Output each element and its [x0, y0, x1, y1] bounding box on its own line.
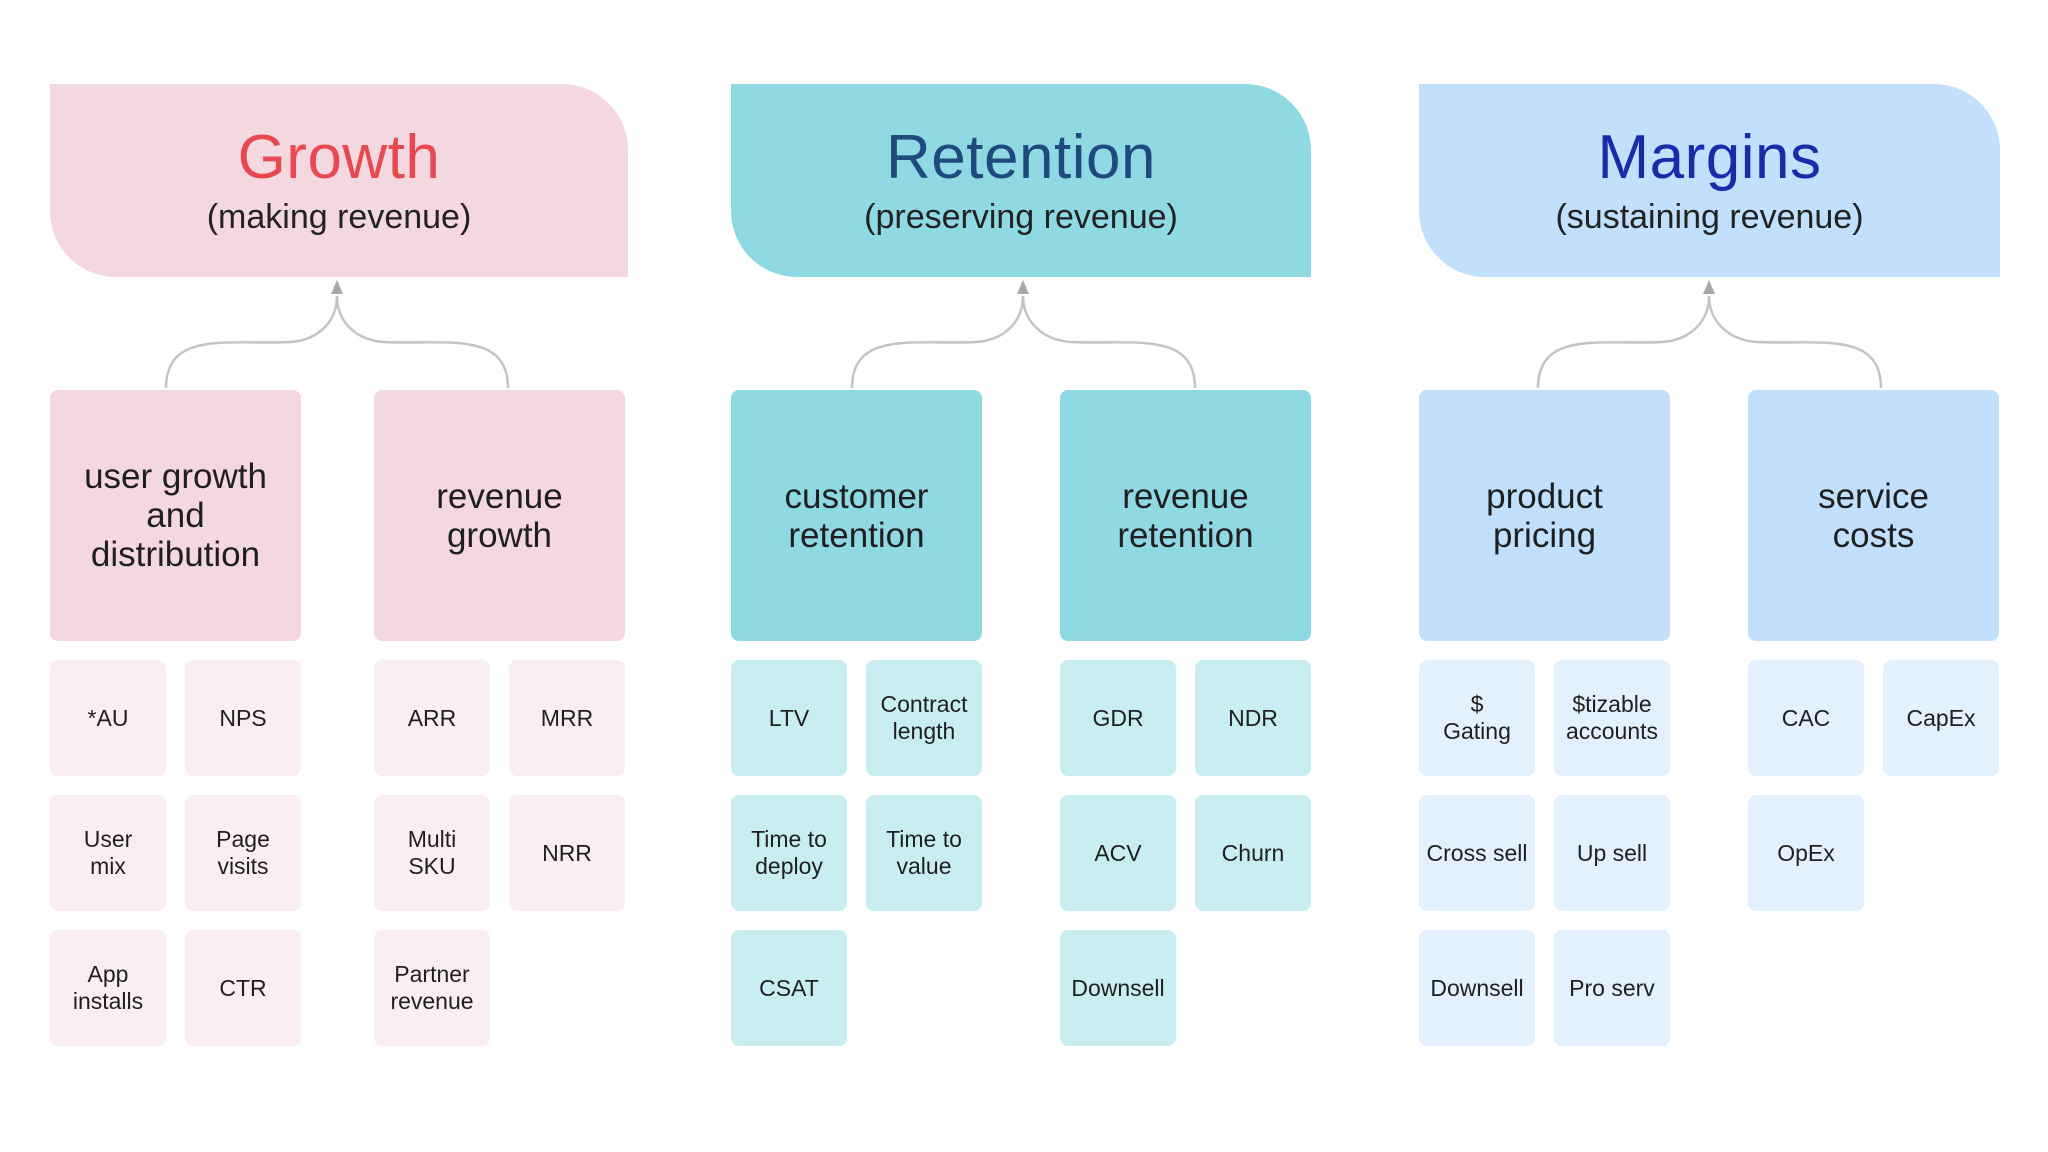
- metric-tile: $tizable accounts: [1554, 660, 1670, 776]
- metric-tile: ARR: [374, 660, 490, 776]
- category-user-growth: user growth and distribution: [50, 390, 301, 641]
- metric-label: Up sell: [1576, 839, 1648, 866]
- metric-label: CapEx: [1906, 704, 1976, 731]
- category-service-costs: service costs: [1748, 390, 1999, 641]
- metric-label: ACV: [1094, 839, 1142, 866]
- metric-label: Page visits: [216, 826, 270, 879]
- metric-tile: CSAT: [731, 930, 847, 1046]
- metric-label: Partner revenue: [390, 961, 474, 1014]
- metric-label: $tizable accounts: [1565, 691, 1659, 744]
- metric-label: NRR: [542, 839, 592, 866]
- metric-label: Time to value: [886, 826, 962, 879]
- metric-label: CSAT: [759, 974, 819, 1001]
- metric-label: CAC: [1781, 704, 1831, 731]
- metric-tile: $ Gating: [1419, 660, 1535, 776]
- metric-tile: Contract length: [866, 660, 982, 776]
- metric-tile: CapEx: [1883, 660, 1999, 776]
- metric-label: Churn: [1221, 839, 1285, 866]
- metric-label: MRR: [540, 704, 594, 731]
- category-label: product pricing: [1486, 476, 1603, 555]
- metric-label: Multi SKU: [407, 826, 457, 879]
- category-label: customer retention: [784, 476, 929, 555]
- metric-label: Time to deploy: [751, 826, 827, 879]
- retention-header: Retention (preserving revenue): [731, 84, 1311, 277]
- metric-tile: Partner revenue: [374, 930, 490, 1046]
- metric-label: LTV: [768, 704, 810, 731]
- margins-subtitle: (sustaining revenue): [1555, 197, 1864, 236]
- metric-label: Downsell: [1071, 974, 1165, 1001]
- growth-arrowhead: [331, 280, 343, 294]
- metric-label: Contract length: [880, 691, 968, 744]
- metric-tile: Multi SKU: [374, 795, 490, 911]
- metric-label: *AU: [87, 704, 129, 731]
- metric-label: Pro serv: [1569, 974, 1655, 1001]
- retention-connector-right: [1021, 295, 1197, 389]
- metric-tile: Churn: [1195, 795, 1311, 911]
- margins-title: Margins: [1597, 122, 1822, 192]
- retention-title: Retention: [886, 122, 1156, 192]
- metric-label: GDR: [1092, 704, 1144, 731]
- category-product-pricing: product pricing: [1419, 390, 1670, 641]
- metric-label: Cross sell: [1426, 839, 1528, 866]
- metric-tile: Page visits: [185, 795, 301, 911]
- metric-tile: OpEx: [1748, 795, 1864, 911]
- metric-label: User mix: [83, 826, 133, 879]
- metric-tile: ACV: [1060, 795, 1176, 911]
- metric-label: ARR: [407, 704, 457, 731]
- metric-tile: NRR: [509, 795, 625, 911]
- metric-tile: *AU: [50, 660, 166, 776]
- metric-label: NDR: [1228, 704, 1278, 731]
- metric-tile: Time to deploy: [731, 795, 847, 911]
- metric-tile: NDR: [1195, 660, 1311, 776]
- metric-label: OpEx: [1777, 839, 1835, 866]
- growth-subtitle: (making revenue): [206, 197, 472, 236]
- growth-header: Growth (making revenue): [50, 84, 628, 277]
- retention-connector-left: [850, 295, 1025, 389]
- metric-tile: Downsell: [1060, 930, 1176, 1046]
- metric-tile: Up sell: [1554, 795, 1670, 911]
- category-label: service costs: [1818, 476, 1929, 555]
- metric-label: $ Gating: [1443, 691, 1511, 744]
- metric-tile: App installs: [50, 930, 166, 1046]
- metric-tile: LTV: [731, 660, 847, 776]
- growth-title: Growth: [237, 122, 441, 192]
- metric-label: Downsell: [1430, 974, 1524, 1001]
- margins-connector-right: [1707, 295, 1883, 389]
- margins-header: Margins (sustaining revenue): [1419, 84, 2000, 277]
- metric-tile: NPS: [185, 660, 301, 776]
- metric-tile: Cross sell: [1419, 795, 1535, 911]
- growth-connector-right: [335, 295, 510, 389]
- category-customer-retention: customer retention: [731, 390, 982, 641]
- metric-tile: CAC: [1748, 660, 1864, 776]
- metric-tile: GDR: [1060, 660, 1176, 776]
- margins-connector-left: [1536, 295, 1711, 389]
- retention-subtitle: (preserving revenue): [864, 197, 1178, 236]
- metric-tile: Pro serv: [1554, 930, 1670, 1046]
- metric-label: App installs: [72, 961, 144, 1014]
- metric-tile: MRR: [509, 660, 625, 776]
- category-revenue-retention: revenue retention: [1060, 390, 1311, 641]
- category-label: revenue retention: [1117, 476, 1254, 555]
- metric-tile: CTR: [185, 930, 301, 1046]
- category-revenue-growth: revenue growth: [374, 390, 625, 641]
- growth-connector-left: [164, 295, 339, 389]
- metric-label: NPS: [219, 704, 267, 731]
- margins-arrowhead: [1703, 280, 1715, 294]
- metric-tile: User mix: [50, 795, 166, 911]
- category-label: user growth and distribution: [84, 457, 267, 574]
- metric-label: CTR: [219, 974, 267, 1001]
- metric-tile: Time to value: [866, 795, 982, 911]
- retention-arrowhead: [1017, 280, 1029, 294]
- category-label: revenue growth: [436, 476, 563, 555]
- metric-tile: Downsell: [1419, 930, 1535, 1046]
